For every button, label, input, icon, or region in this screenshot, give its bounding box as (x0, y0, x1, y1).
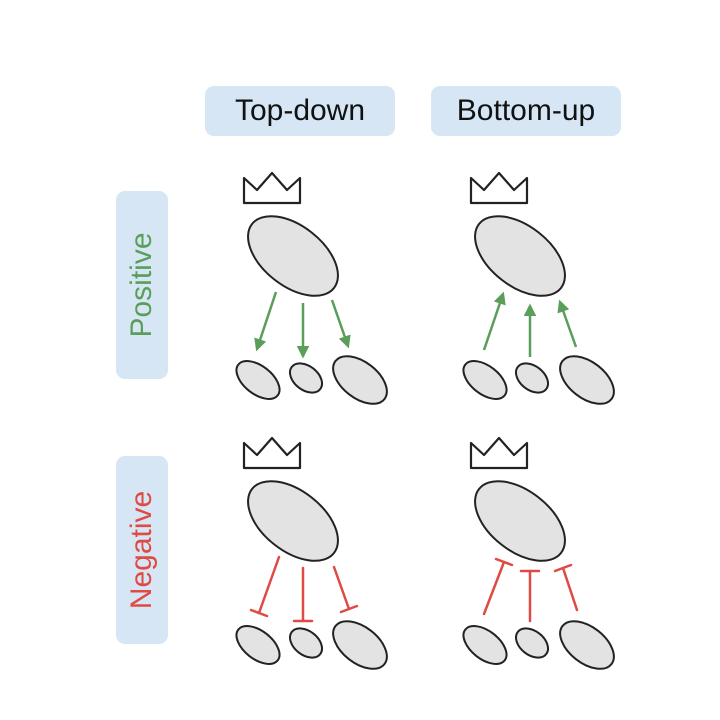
column-header-label: Top-down (234, 94, 366, 127)
follower-node (462, 360, 508, 400)
leader-node (247, 215, 339, 297)
row-header-positive: Positive (116, 191, 168, 379)
positive-arrow (330, 299, 351, 349)
positive-arrow (557, 299, 578, 348)
inhibition-link (482, 557, 514, 616)
leader-node (474, 215, 566, 297)
leader-node (474, 480, 566, 562)
column-header-top-down: Top-down (205, 86, 395, 136)
panel-negative-bottom-up (462, 436, 615, 670)
inhibition-link (292, 566, 314, 623)
follower-node (515, 627, 549, 659)
inhibition-link (519, 569, 541, 623)
follower-node (235, 360, 281, 400)
leader-node (247, 480, 339, 562)
crown-icon (469, 436, 529, 470)
follower-node (289, 362, 323, 394)
crown-icon (242, 436, 302, 470)
positive-arrow (254, 291, 278, 352)
inhibition-link (553, 563, 579, 612)
follower-node (559, 355, 615, 405)
panel-negative-top-down (235, 436, 388, 670)
crown-icon (469, 171, 529, 205)
follower-node (462, 625, 508, 665)
inhibition-link (332, 565, 359, 614)
column-header-bottom-up: Bottom-up (431, 86, 621, 136)
inhibition-link (249, 555, 281, 618)
row-header-negative: Negative (116, 456, 168, 644)
follower-node (559, 620, 615, 670)
follower-node (235, 625, 281, 665)
crown-icon (242, 171, 302, 205)
panel-positive-top-down (235, 171, 388, 405)
follower-node (332, 620, 388, 670)
positive-arrow (482, 291, 506, 351)
follower-node (332, 355, 388, 405)
follower-node (289, 627, 323, 659)
panel-positive-bottom-up (462, 171, 615, 405)
column-header-label: Bottom-up (456, 94, 596, 127)
follower-node (515, 362, 549, 394)
